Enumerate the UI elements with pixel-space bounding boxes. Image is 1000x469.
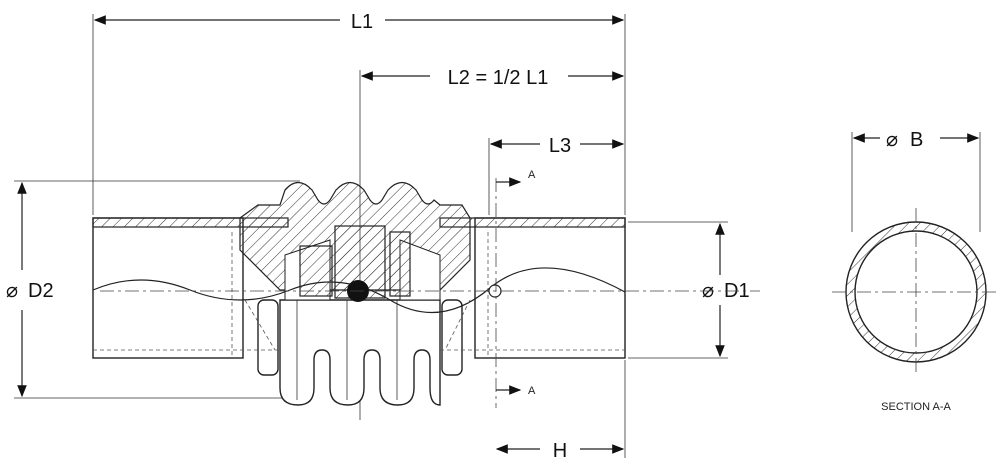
label-d2: D2 [28, 280, 54, 302]
dimension-d2: ⌀ D2 [6, 180, 300, 399]
diameter-symbol-b: ⌀ [886, 129, 898, 151]
section-caption: SECTION A-A [881, 401, 951, 413]
section-marker-bottom-label: A [528, 385, 536, 397]
label-b: B [910, 129, 923, 151]
label-l1: L1 [351, 11, 373, 33]
label-l2: L2 = 1/2 L1 [448, 67, 549, 89]
label-l3: L3 [549, 135, 571, 157]
section-marker: A A [495, 169, 536, 408]
label-h: H [553, 440, 567, 462]
break-line [92, 267, 626, 313]
section-view: ⌀ B SECTION A-A [832, 129, 1000, 413]
section-marker-top-label: A [528, 169, 536, 181]
dimension-l3: L3 [488, 135, 625, 215]
fitting-body [92, 181, 760, 406]
dimension-h: H [495, 360, 626, 462]
diameter-symbol-d2: ⌀ [6, 280, 18, 302]
lower-bellows [257, 299, 463, 406]
dimension-l1: L1 [92, 11, 626, 215]
dimension-d1: ⌀ D1 [628, 221, 750, 359]
